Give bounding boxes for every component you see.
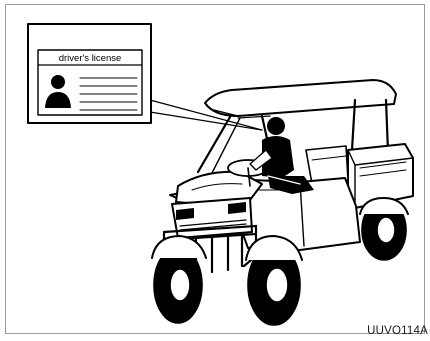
figure-code: UUVO114A bbox=[367, 325, 428, 337]
license-card bbox=[28, 24, 151, 123]
utility-vehicle bbox=[152, 80, 413, 325]
license-card-label: driver's license bbox=[38, 52, 142, 65]
front-left-wheel bbox=[154, 247, 202, 323]
